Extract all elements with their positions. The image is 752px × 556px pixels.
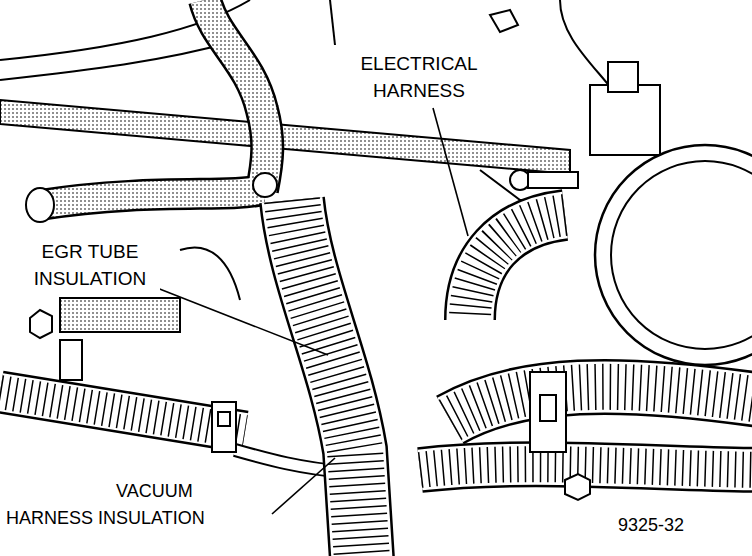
electrical-harness [420, 215, 752, 500]
part-label: EGR TUBE INSULATION [20, 238, 160, 292]
egr-bracket [30, 298, 180, 380]
part-label: VACUUM HARNESS INSULATION [4, 478, 270, 532]
egr-tube [26, 0, 277, 222]
vacuum-harness [0, 392, 345, 472]
figure-number: 9325-32 [616, 512, 730, 539]
part-label: ELECTRICAL HARNESS [350, 50, 488, 104]
egr-tube-insulation [292, 200, 362, 556]
fuel-rail [0, 100, 570, 174]
throttle-body [490, 10, 752, 365]
leader-lines [152, 108, 468, 514]
